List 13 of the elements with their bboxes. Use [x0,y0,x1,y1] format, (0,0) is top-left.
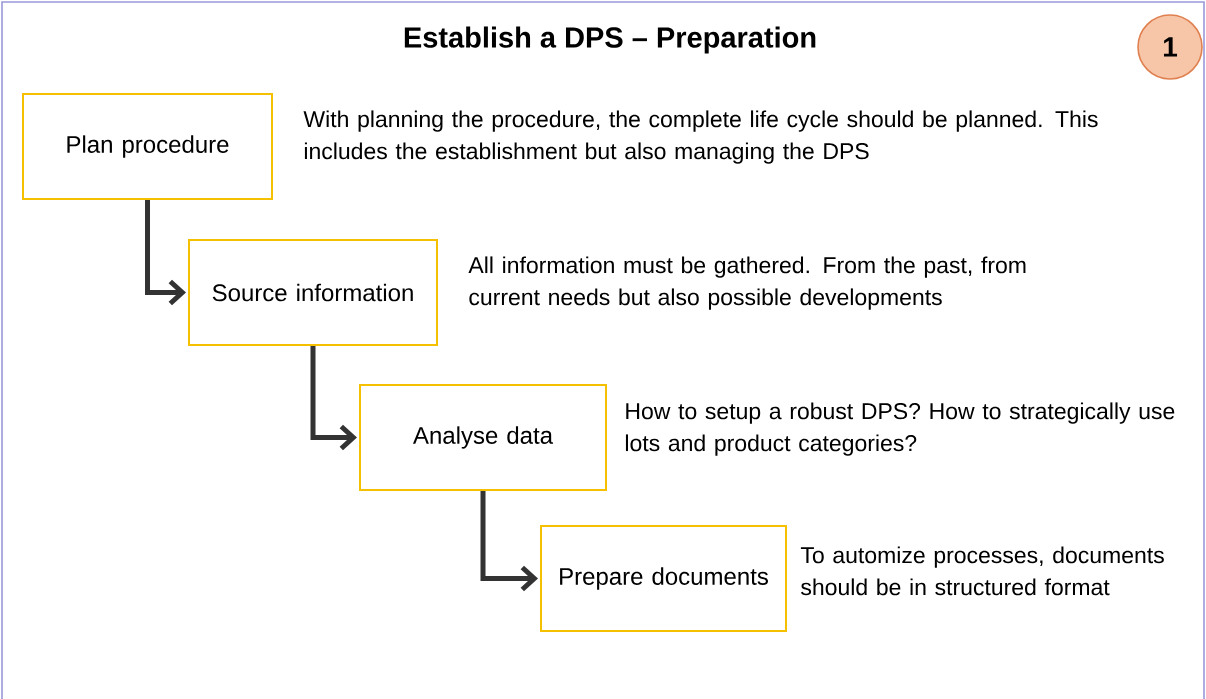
description-text: With planning the procedure, the complete life cycle should be planned. This includes the establishment but also managing the DPS [303,110,1098,164]
process-box: Source information [188,239,438,346]
process-box: Prepare documents [540,525,787,632]
process-box: Analyse data [359,384,607,491]
number-badge: 1 [1137,14,1203,80]
process-box: Plan procedure [22,93,273,200]
arrow [145,200,186,306]
description-text: How to setup a robust DPS? How to strategically use lots and product categories? [625,402,1175,456]
description-text: To automize processes, documents should be in structured format [800,546,1164,596]
arrow [480,491,538,592]
arrow [310,346,357,451]
title: Establish a DPS – Preparation [404,26,816,54]
description-text: All information must be gathered. From the past, from current needs but also possible developments [468,256,1026,310]
